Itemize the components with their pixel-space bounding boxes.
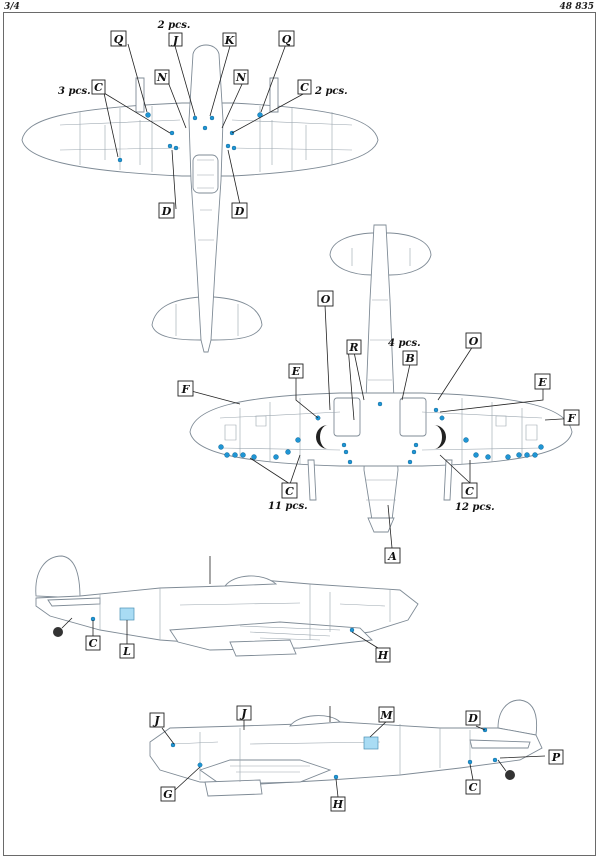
left-side-view-aircraft bbox=[35, 555, 419, 657]
label-q-right: Q bbox=[282, 33, 292, 46]
right-side-view-stencils bbox=[170, 727, 498, 780]
label-o-left: O bbox=[321, 293, 331, 306]
label-p: P bbox=[551, 751, 561, 764]
label-j-side-right: J bbox=[239, 707, 247, 720]
label-n-left: N bbox=[156, 71, 168, 84]
label-f-left: F bbox=[181, 383, 191, 396]
label-d-top-right: D bbox=[234, 205, 245, 218]
underside-view-callouts: O O R 4 pcs. B E E F F C 11 pcs. C 12 pc… bbox=[177, 290, 580, 564]
qty-b: 4 pcs. bbox=[388, 338, 421, 349]
right-side-view-callouts: J J M D C P G H bbox=[149, 705, 564, 812]
label-g: G bbox=[163, 788, 172, 801]
underside-view-stencils bbox=[218, 401, 544, 465]
label-h-right: H bbox=[332, 798, 344, 811]
label-c-side-left: C bbox=[89, 637, 98, 650]
left-side-view-callouts: C L H bbox=[85, 620, 391, 663]
label-e-left: E bbox=[291, 365, 301, 378]
label-d-side: D bbox=[467, 712, 478, 725]
label-b: B bbox=[404, 352, 414, 365]
label-r: R bbox=[348, 341, 358, 354]
label-o-right: O bbox=[469, 335, 479, 348]
kit-code: 48 835 bbox=[559, 2, 594, 12]
label-l: L bbox=[122, 645, 131, 658]
label-j-side-left: J bbox=[152, 714, 160, 727]
label-q-left: Q bbox=[114, 33, 124, 46]
label-c-under-right: C bbox=[465, 485, 474, 498]
label-j-top: J bbox=[171, 34, 179, 47]
sheet-border bbox=[3, 12, 596, 856]
top-view-callouts: Q J K Q 2 pcs. N N C 3 pcs. C 2 pcs. D D bbox=[58, 20, 348, 219]
right-side-view-aircraft bbox=[149, 699, 543, 797]
label-h-left: H bbox=[377, 649, 389, 662]
qty-c-under-right: 12 pcs. bbox=[455, 502, 495, 513]
label-e-right: E bbox=[537, 376, 547, 389]
label-n-right: N bbox=[235, 71, 247, 84]
label-c-under-left: C bbox=[285, 485, 294, 498]
qty-c-top-right: 2 pcs. bbox=[314, 86, 348, 97]
label-c-top-left: C bbox=[94, 81, 103, 94]
label-m: M bbox=[379, 709, 393, 722]
label-k: K bbox=[224, 34, 235, 47]
qty-c-under-left: 11 pcs. bbox=[268, 501, 308, 512]
qty-j-top: 2 pcs. bbox=[157, 20, 191, 31]
label-f-right: F bbox=[567, 412, 577, 425]
top-view-stencils bbox=[117, 112, 263, 163]
label-a: A bbox=[387, 550, 397, 563]
label-c-side-right: C bbox=[469, 781, 478, 794]
qty-c-top-left: 3 pcs. bbox=[58, 86, 91, 97]
top-view-aircraft bbox=[21, 44, 379, 353]
page-number: 3/4 bbox=[4, 2, 20, 12]
label-d-top-left: D bbox=[161, 205, 172, 218]
label-c-top-right: C bbox=[300, 81, 309, 94]
underside-view-aircraft bbox=[189, 224, 573, 533]
